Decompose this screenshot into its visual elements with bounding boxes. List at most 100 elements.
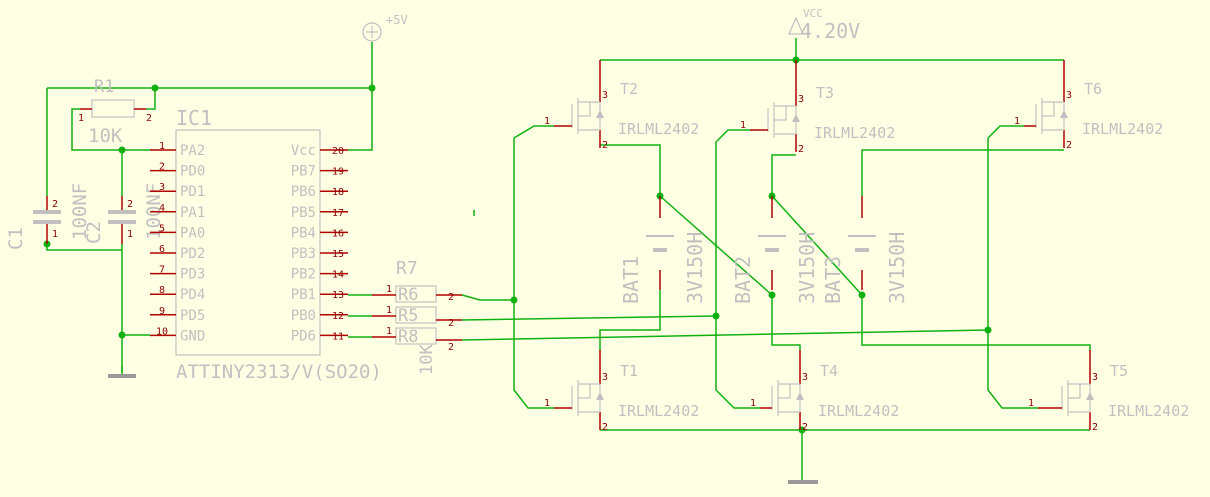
- svg-text:VCC: VCC: [803, 7, 823, 20]
- ic-pin-name: PD2: [180, 246, 205, 262]
- capacitor-c2: 2 1 C2 100NF: [83, 183, 165, 244]
- junctions: [43, 56, 992, 434]
- svg-text:R1: R1: [94, 77, 114, 97]
- svg-text:R7: R7: [396, 258, 418, 279]
- svg-text:2: 2: [448, 292, 454, 303]
- svg-text:1: 1: [544, 398, 550, 409]
- ic-pin-name: PD0: [180, 164, 205, 180]
- ic-pin-name: PD1: [180, 184, 205, 200]
- svg-text:R5: R5: [398, 306, 418, 326]
- ic-pin-name: PB2: [291, 267, 316, 283]
- svg-text:R8: R8: [398, 327, 418, 347]
- ic-pin-number: 1: [159, 141, 165, 152]
- svg-text:10K: 10K: [417, 344, 437, 375]
- ic-pin-number: 15: [332, 249, 344, 260]
- ic-pin-name: PD5: [180, 308, 205, 324]
- svg-text:1: 1: [1014, 116, 1020, 127]
- svg-text:IRLML2402: IRLML2402: [618, 402, 699, 420]
- svg-text:2: 2: [1092, 422, 1098, 433]
- ic-pin-name: PB1: [291, 287, 316, 303]
- svg-text:3V150H: 3V150H: [795, 232, 819, 304]
- svg-text:C1: C1: [5, 227, 27, 250]
- svg-text:10K: 10K: [88, 125, 123, 147]
- ic-pin-name: PA2: [180, 143, 205, 159]
- ic-pin-number: 10: [156, 326, 168, 337]
- svg-text:T1: T1: [620, 362, 638, 380]
- svg-text:3: 3: [1066, 90, 1072, 101]
- svg-text:IRLML2402: IRLML2402: [814, 124, 895, 142]
- svg-text:3: 3: [1092, 372, 1098, 383]
- ic-pin-name: PA0: [180, 225, 205, 241]
- ic-pin-number: 12: [332, 311, 344, 322]
- svg-text:1: 1: [750, 398, 756, 409]
- ic-pin-number: 9: [159, 306, 165, 317]
- svg-text:1: 1: [386, 326, 392, 337]
- svg-text:3: 3: [798, 94, 804, 105]
- svg-text:2: 2: [52, 199, 58, 210]
- ground-mosfets: [788, 480, 818, 484]
- ic-pin-number: 19: [332, 167, 344, 178]
- svg-text:T3: T3: [816, 84, 834, 102]
- svg-text:IRLML2402: IRLML2402: [618, 120, 699, 138]
- ic-pin-number: 14: [332, 270, 344, 281]
- svg-text:BAT3: BAT3: [821, 256, 845, 304]
- ic-pin-name: PD3: [180, 267, 205, 283]
- svg-text:1: 1: [386, 284, 392, 295]
- svg-text:ATTINY2313/V(SO20): ATTINY2313/V(SO20): [176, 361, 382, 383]
- ic-pin-number: 18: [332, 187, 344, 198]
- svg-text:1: 1: [1028, 398, 1034, 409]
- ic-pin-number: 20: [332, 146, 344, 157]
- svg-text:3V150H: 3V150H: [683, 232, 707, 304]
- svg-text:100NF: 100NF: [69, 183, 91, 240]
- ic-pin-number: 2: [159, 162, 165, 173]
- ic-pin-number: 13: [332, 290, 344, 301]
- ic-pin-number: 6: [159, 244, 165, 255]
- svg-text:2: 2: [602, 140, 608, 151]
- svg-text:1: 1: [740, 120, 746, 131]
- svg-text:1: 1: [127, 229, 133, 240]
- ic-pin-number: 5: [159, 223, 165, 234]
- svg-text:+5V: +5V: [386, 13, 408, 27]
- ic-pin-name: PA1: [180, 205, 205, 221]
- svg-text:T5: T5: [1110, 362, 1128, 380]
- svg-text:2: 2: [127, 199, 133, 210]
- svg-text:4.20V: 4.20V: [800, 19, 860, 43]
- svg-text:IRLML2402: IRLML2402: [1082, 120, 1163, 138]
- svg-text:BAT1: BAT1: [619, 256, 643, 304]
- ic-pin-name: PB0: [291, 308, 316, 324]
- svg-text:3V150H: 3V150H: [885, 232, 909, 304]
- svg-text:IC1: IC1: [176, 106, 212, 130]
- ic-pin-number: 7: [159, 265, 165, 276]
- svg-text:IRLML2402: IRLML2402: [818, 402, 899, 420]
- svg-text:2: 2: [146, 113, 152, 124]
- svg-text:1: 1: [78, 113, 84, 124]
- supply-vcc: VCC 4.20V: [788, 7, 860, 43]
- svg-text:C2: C2: [83, 221, 105, 244]
- svg-text:1: 1: [386, 305, 392, 316]
- svg-text:T6: T6: [1084, 80, 1102, 98]
- svg-text:2: 2: [448, 342, 454, 353]
- ic-pin-number: 11: [332, 331, 344, 342]
- supply-5v: +5V: [362, 13, 408, 42]
- ic-pin-name: GND: [180, 328, 205, 344]
- svg-text:T2: T2: [620, 80, 638, 98]
- svg-text:IRLML2402: IRLML2402: [1108, 402, 1189, 420]
- resistor-r1: R1 10K 1 2: [78, 77, 152, 147]
- ic-pin-number: 17: [332, 208, 344, 219]
- svg-text:2: 2: [448, 318, 454, 329]
- svg-text:1: 1: [544, 116, 550, 127]
- svg-text:2: 2: [802, 422, 808, 433]
- wires: [46, 38, 1091, 480]
